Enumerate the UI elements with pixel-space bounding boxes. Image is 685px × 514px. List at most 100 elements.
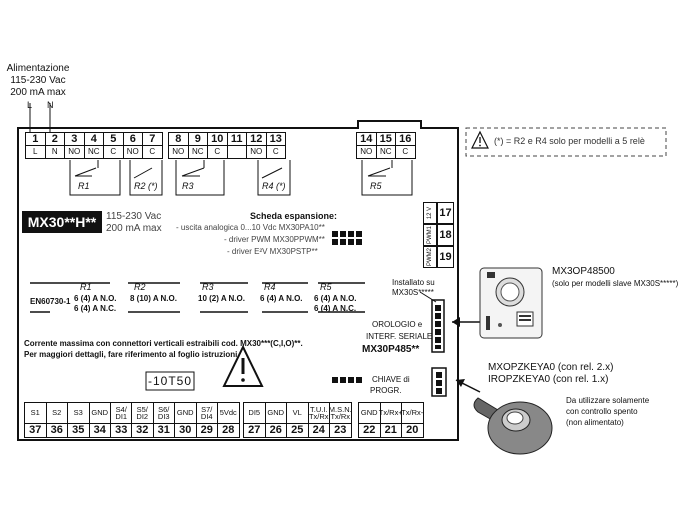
rating-relay-r2: R2	[134, 282, 146, 292]
expansion-line-1: - uscita analogica 0...10 Vdc MX30PA10**	[176, 223, 325, 232]
bottom-terminal-signal: S5/ DI2	[131, 402, 154, 424]
bottom-terminal-signal: GND	[88, 402, 111, 424]
top-terminal-number: 7	[142, 132, 163, 146]
warning-icon	[222, 344, 264, 387]
side-terminal-19-signal: PWM2	[423, 246, 437, 268]
rating-r1-l2: 6 (4) A N.C.	[74, 304, 117, 313]
top-terminal-number: 9	[187, 132, 208, 146]
module-note: (solo per modelli slave MX30S*****)	[552, 279, 679, 288]
top-terminal-number: 4	[83, 132, 104, 146]
relay-r2-schematic	[129, 160, 163, 196]
bottom-terminal-number: 27	[243, 423, 266, 438]
bottom-terminal-number: 21	[379, 423, 402, 438]
key-model-1: MXOPZKEYA0 (con rel. 2.x)	[488, 362, 614, 373]
key-label-line1: CHIAVE di	[372, 375, 410, 384]
power-voltage: 115-230 Vac	[10, 75, 66, 86]
top-terminal-number: 3	[64, 132, 85, 146]
clock-line2: INTERF. SERIALE	[366, 332, 433, 341]
top-terminal-number: 16	[395, 132, 416, 146]
rating-r5-l2: 6 (4) A N.C.	[314, 304, 357, 313]
side-terminal-19-number: 19	[437, 246, 454, 268]
top-terminal-signal: NO	[246, 145, 267, 159]
installed-line1: Installato su	[392, 278, 435, 287]
bottom-terminal-number: 32	[131, 423, 154, 438]
bottom-terminal-number: 36	[45, 423, 68, 438]
standard-label: EN60730-1	[30, 297, 71, 306]
temp-display: -10T50	[147, 374, 193, 388]
bottom-terminal-number: 24	[307, 423, 330, 438]
bottom-terminal-signal: GND	[358, 402, 381, 424]
expansion-line-3: - driver E²V MX30PSTP**	[227, 247, 318, 256]
rating-underlines	[30, 282, 365, 313]
side-terminal-18-signal: PWM1	[423, 224, 437, 246]
top-terminal-signal: NO	[64, 145, 85, 159]
bottom-terminal-number: 33	[110, 423, 133, 438]
bottom-terminal-number: 23	[329, 423, 352, 438]
installed-line2: MX30S*****	[392, 288, 434, 297]
bottom-terminal-signal: S4/ DI1	[110, 402, 133, 424]
rating-r3-l1: 10 (2) A N.O.	[198, 294, 245, 303]
top-terminal-number: 2	[44, 132, 65, 146]
expansion-line-2: - driver PWM MX30PPWM**	[224, 235, 325, 244]
prog-key-connector	[332, 377, 362, 383]
rating-relay-r4: R4	[264, 282, 276, 292]
key-label-line2: PROGR.	[370, 386, 402, 395]
top-terminal-signal: C	[265, 145, 286, 159]
relay-r5-schematic	[361, 160, 413, 196]
power-title: Alimentazione	[6, 63, 70, 74]
top-terminal-number: 5	[103, 132, 124, 146]
bottom-terminal-signal: S6/ DI3	[152, 402, 175, 424]
top-terminal-number: 12	[246, 132, 267, 146]
top-terminal-signal	[226, 145, 247, 159]
current-note-line2: Per maggiori dettagli, fare riferimento …	[24, 350, 240, 359]
top-terminal-signal: C	[103, 145, 124, 159]
clock-line1: OROLOGIO e	[372, 320, 423, 329]
top-terminal-number: 14	[356, 132, 377, 146]
top-terminal-number: 10	[207, 132, 228, 146]
top-terminal-number: 11	[226, 132, 247, 146]
key-connector	[431, 367, 447, 397]
bottom-terminal-signal: M.S.N. Tx/Rx	[329, 402, 352, 424]
expansion-title: Scheda espansione:	[250, 211, 338, 221]
rating-relay-r3: R3	[202, 282, 214, 292]
model-name: MX30**H**	[22, 211, 102, 233]
side-terminal-17-number: 17	[437, 202, 454, 224]
bottom-terminal-signal: GND	[264, 402, 287, 424]
top-terminal-number: 15	[375, 132, 396, 146]
bottom-terminal-number: 26	[264, 423, 287, 438]
side-terminal-17-signal: 12 V	[423, 202, 437, 224]
serial-connector	[431, 299, 445, 353]
rating-relay-r1: R1	[80, 282, 92, 292]
bottom-terminal-signal: S2	[45, 402, 68, 424]
key-note-1: Da utilizzare solamente	[566, 396, 650, 405]
bottom-terminal-number: 28	[217, 423, 240, 438]
bottom-terminal-signal: Tx/Rx+	[379, 402, 403, 424]
bottom-terminal-number: 20	[401, 423, 424, 438]
current-note-line1: Corrente massima con connettori vertical…	[24, 339, 303, 348]
rating-r5-l1: 6 (4) A N.O.	[314, 294, 357, 303]
key-note-2: con controllo spento	[566, 407, 638, 416]
top-terminal-signal: C	[395, 145, 416, 159]
bottom-terminal-number: 31	[152, 423, 175, 438]
rating-r1-l1: 6 (4) A N.O.	[74, 294, 117, 303]
top-terminal-number: 8	[168, 132, 189, 146]
key-note-3: (non alimentato)	[566, 418, 624, 427]
warning-small-icon	[471, 130, 489, 149]
bottom-terminal-number: 25	[286, 423, 309, 438]
rating-relay-r5: R5	[320, 282, 332, 292]
power-l-label: L	[27, 100, 33, 110]
top-terminal-signal: NO	[122, 145, 143, 159]
bottom-terminal-number: 22	[358, 423, 381, 438]
relay-label-r4: R4 (*)	[262, 181, 286, 191]
top-terminal-signal: NO	[168, 145, 189, 159]
bottom-terminal-number: 34	[88, 423, 111, 438]
expansion-connector	[332, 231, 362, 245]
top-terminal-signal: C	[207, 145, 228, 159]
bottom-terminal-signal: T.U.I. Tx/Rx	[307, 402, 330, 424]
note-text: (*) = R2 e R4 solo per modelli a 5 relè	[494, 136, 645, 146]
relay-r3-schematic	[175, 160, 225, 196]
model-voltage: 115-230 Vac	[106, 211, 162, 222]
rating-r2-l1: 8 (10) A N.O.	[130, 294, 177, 303]
bottom-terminal-signal: 5Vdc	[217, 402, 240, 424]
side-terminal-18-number: 18	[437, 224, 454, 246]
